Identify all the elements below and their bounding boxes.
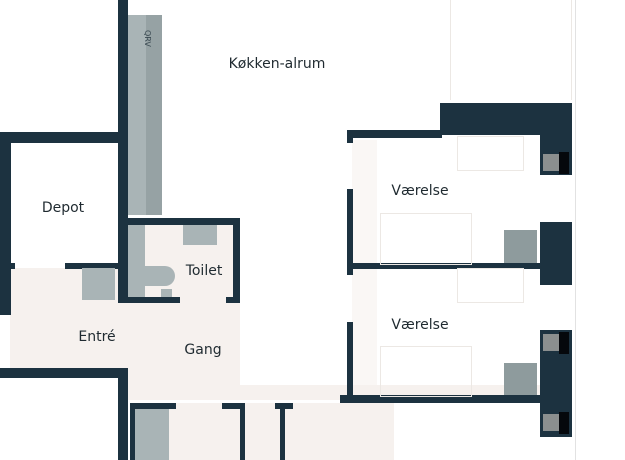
wall xyxy=(0,263,15,269)
ventilation-label: QRV xyxy=(143,30,152,47)
toilet-bowl xyxy=(145,266,175,286)
room-label-entry: Entré xyxy=(78,329,116,345)
wall xyxy=(352,263,542,269)
wall xyxy=(118,0,128,303)
room-label-bedroom-1: Værelse xyxy=(391,183,449,199)
kitchen-counter-top xyxy=(146,15,162,215)
facade-line xyxy=(575,0,576,460)
bed xyxy=(380,213,472,265)
wall xyxy=(222,403,242,409)
wall xyxy=(0,368,128,378)
wall xyxy=(233,218,240,303)
room-label-kitchen: Køkken-alrum xyxy=(228,56,326,72)
desk xyxy=(457,136,524,171)
wall xyxy=(340,395,540,403)
wall xyxy=(118,218,240,225)
desk xyxy=(457,268,524,303)
wall xyxy=(347,130,353,143)
wall xyxy=(130,403,135,460)
wardrobe xyxy=(504,363,537,395)
wall xyxy=(0,132,11,315)
room-label-toilet: Toilet xyxy=(185,263,223,279)
toilet-cistern xyxy=(128,225,145,297)
room-label-bedroom-2: Værelse xyxy=(391,317,449,333)
wall xyxy=(280,403,285,460)
room-label-hall: Gang xyxy=(184,342,222,358)
toilet-floor xyxy=(128,225,240,385)
balcony xyxy=(450,0,572,100)
wall xyxy=(118,297,180,303)
window xyxy=(540,410,572,437)
wardrobe xyxy=(82,268,115,300)
floor-drain xyxy=(161,289,172,297)
wall xyxy=(347,130,442,138)
wall xyxy=(540,222,572,285)
window xyxy=(540,330,572,355)
wall xyxy=(540,103,572,150)
wall xyxy=(226,297,240,303)
sink xyxy=(183,225,217,245)
wall xyxy=(347,189,353,275)
wall xyxy=(540,355,572,410)
bed xyxy=(380,346,472,397)
wall xyxy=(65,263,120,269)
utility-cabinet xyxy=(134,409,169,460)
room-label-depot: Depot xyxy=(41,200,85,216)
wall xyxy=(347,322,353,400)
wall xyxy=(240,403,245,460)
lower-floor xyxy=(134,403,394,460)
wall xyxy=(118,368,128,460)
wall xyxy=(130,403,176,409)
wall xyxy=(0,132,128,143)
wardrobe xyxy=(504,230,537,263)
window xyxy=(540,150,572,175)
